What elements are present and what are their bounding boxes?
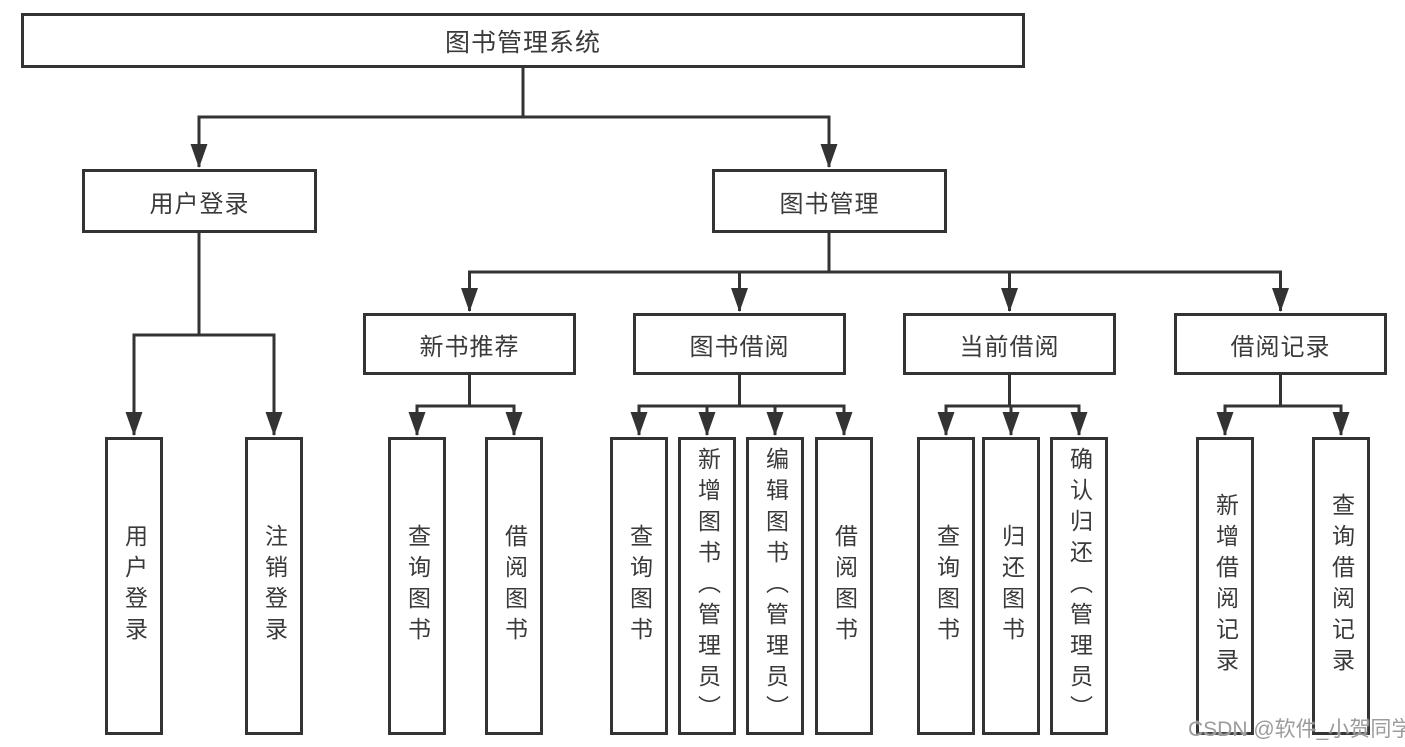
node-query-books-current: 查询图书 — [917, 437, 975, 735]
node-label: 注销登录 — [261, 524, 288, 648]
node-label: 图书借阅 — [689, 333, 790, 361]
node-label: 新增借阅记录 — [1212, 493, 1239, 679]
node-current-borrowing: 当前借阅 — [903, 313, 1116, 375]
node-label: 查询借阅记录 — [1328, 493, 1355, 679]
node-label: 查询图书 — [933, 524, 960, 648]
node-label: 新书推荐 — [419, 333, 520, 361]
node-label: 编辑图书（管理员） — [762, 446, 789, 726]
node-book-borrowing: 图书借阅 — [633, 313, 846, 375]
node-query-borrow-record: 查询借阅记录 — [1312, 437, 1370, 735]
csdn-watermark: CSDN @软件_小贺同学 — [1188, 718, 1405, 741]
node-query-books-borrow: 查询图书 — [610, 437, 668, 735]
node-label: 新增图书（管理员） — [694, 446, 721, 726]
node-label: 当前借阅 — [959, 333, 1060, 361]
node-borrow-books: 借阅图书 — [815, 437, 873, 735]
node-borrow-books-recommend: 借阅图书 — [485, 437, 543, 735]
node-label: 用户登录 — [121, 524, 148, 648]
node-label: 图书管理系统 — [444, 28, 601, 57]
node-new-book-recommendation: 新书推荐 — [363, 313, 576, 375]
node-return-books: 归还图书 — [982, 437, 1040, 735]
node-edit-books-admin: 编辑图书（管理员） — [746, 437, 804, 735]
node-label: 查询图书 — [626, 524, 653, 648]
node-book-management: 图书管理 — [712, 169, 947, 233]
node-user-login-leaf: 用户登录 — [105, 437, 163, 735]
node-label: 图书管理 — [779, 190, 880, 218]
node-user-login: 用户登录 — [82, 169, 317, 233]
node-label: 确认归还（管理员） — [1066, 446, 1093, 726]
node-label: 借阅图书 — [831, 524, 858, 648]
node-logout: 注销登录 — [245, 437, 303, 735]
node-label: 借阅记录 — [1230, 333, 1331, 361]
node-label: 借阅图书 — [501, 524, 528, 648]
node-confirm-return-admin: 确认归还（管理员） — [1050, 437, 1108, 735]
node-label: 用户登录 — [149, 190, 250, 218]
node-library-management-system: 图书管理系统 — [21, 13, 1025, 68]
node-query-books-recommend: 查询图书 — [388, 437, 446, 735]
node-add-books-admin: 新增图书（管理员） — [678, 437, 736, 735]
node-add-borrow-record: 新增借阅记录 — [1196, 437, 1254, 735]
node-label: 归还图书 — [998, 524, 1025, 648]
node-label: 查询图书 — [404, 524, 431, 648]
node-borrowing-records: 借阅记录 — [1174, 313, 1387, 375]
